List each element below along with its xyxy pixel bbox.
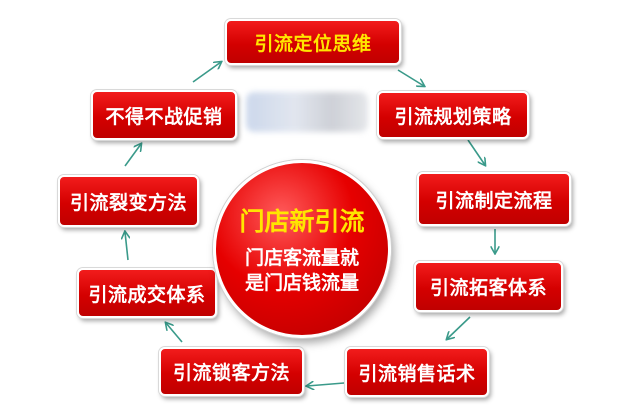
step-sales-scripts: 引流销售话术 — [345, 347, 489, 397]
arrow-8-to-9 — [124, 144, 141, 167]
step-label: 引流定位思维 — [254, 32, 372, 55]
step-label: 引流销售话术 — [358, 362, 476, 385]
step-label: 引流锁客方法 — [172, 362, 290, 384]
arrow-4-to-5 — [447, 316, 471, 339]
step-label: 引流规划策略 — [394, 105, 512, 128]
step-viral-methods: 引流裂变方法 — [58, 175, 199, 227]
step-positioning-mindset: 引流定位思维 — [225, 19, 401, 65]
arrow-6-to-7 — [166, 323, 183, 343]
step-label: 引流制定流程 — [435, 189, 553, 212]
arrow-9-to-1 — [192, 62, 221, 83]
center-circle: 门店新引流 门店客流量就 是门店钱流量 — [213, 160, 391, 338]
step-customer-locking-methods: 引流锁客方法 — [159, 347, 304, 396]
arrow-7-to-8 — [125, 232, 128, 261]
center-subtitle-line2: 是门店钱流量 — [244, 272, 359, 294]
step-deal-closing-system: 引流成交体系 — [77, 268, 217, 318]
step-process-design: 引流制定流程 — [417, 172, 571, 226]
step-customer-acquisition-system: 引流拓客体系 — [414, 261, 563, 312]
step-planning-strategy: 引流规划策略 — [377, 91, 529, 139]
step-must-do-promotion: 不得不战促销 — [91, 90, 237, 140]
arrow-2-to-3 — [467, 139, 485, 165]
step-label: 引流拓客体系 — [429, 277, 547, 299]
arrow-1-to-2 — [397, 69, 424, 86]
center-title: 门店新引流 — [239, 207, 365, 236]
center-subtitle-line1: 门店客流量就 — [244, 247, 359, 269]
blurred-watermark — [246, 92, 368, 132]
step-label: 引流裂变方法 — [69, 191, 187, 214]
step-label: 引流成交体系 — [88, 283, 206, 306]
step-label: 不得不战促销 — [105, 105, 223, 128]
arrow-5-to-6 — [307, 383, 345, 386]
